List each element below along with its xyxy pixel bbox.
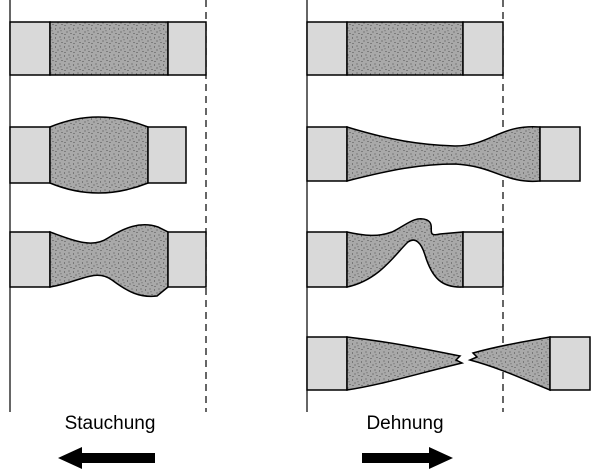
fracture-right-half xyxy=(467,336,551,392)
tension-specimen-necked xyxy=(306,125,581,183)
clamp-right xyxy=(462,231,504,288)
tension-label: Dehnung xyxy=(366,413,444,434)
compression-specimen-bulged xyxy=(9,116,187,194)
specimen-body xyxy=(49,21,169,76)
clamp-right xyxy=(539,126,581,182)
clamp-left xyxy=(306,336,348,391)
clamp-right xyxy=(549,336,591,391)
compression-specimen-original xyxy=(9,21,207,76)
specimen-body xyxy=(49,224,169,298)
clamp-left xyxy=(9,231,51,288)
compression-specimen-buckled xyxy=(9,224,207,298)
tension-specimen-buckled xyxy=(306,218,504,288)
arrow-right-icon xyxy=(362,447,453,469)
specimen-body xyxy=(49,116,149,194)
clamp-right xyxy=(167,21,207,76)
specimen-body xyxy=(346,21,464,76)
tension-specimen-fractured xyxy=(306,336,591,392)
clamp-left xyxy=(306,21,348,76)
clamp-right xyxy=(147,126,187,184)
arrow-left-icon xyxy=(58,447,155,469)
specimen-body xyxy=(346,125,541,183)
fracture-left-half xyxy=(346,336,465,391)
clamp-right xyxy=(167,231,207,288)
clamp-right xyxy=(462,21,504,76)
clamp-left xyxy=(9,21,51,76)
tension-specimen-original xyxy=(306,21,504,76)
clamp-left xyxy=(306,126,348,182)
specimen-body xyxy=(346,218,464,288)
compression-label: Stauchung xyxy=(64,413,156,434)
clamp-left xyxy=(306,231,348,288)
clamp-left xyxy=(9,126,51,184)
